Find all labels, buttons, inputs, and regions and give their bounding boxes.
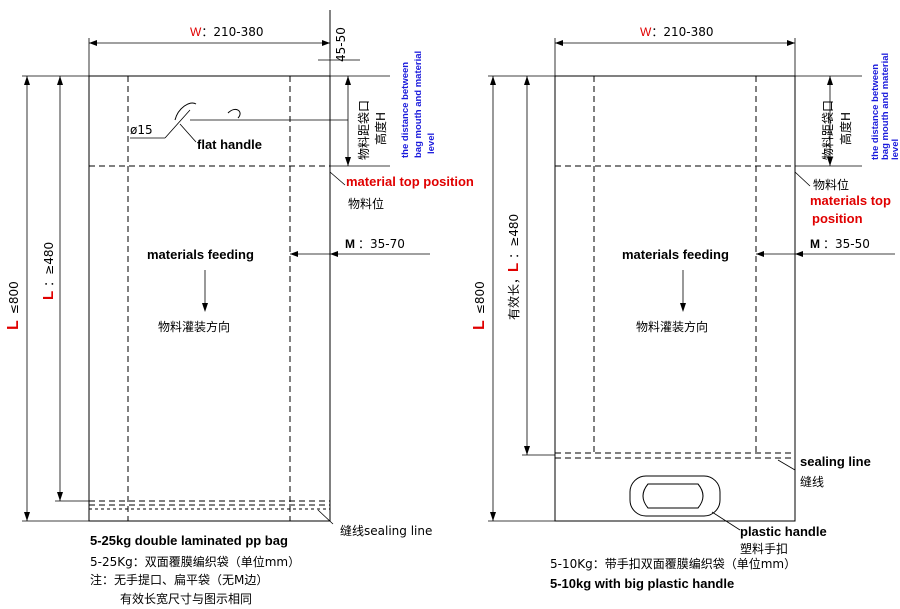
left-distance-en-3: level: [426, 133, 437, 154]
right-effective-length-label: 有效长，L：≥480: [505, 214, 522, 320]
right-width-label: W：210-380: [640, 25, 713, 39]
left-note-1: 注：无手提口、扁平袋（无M边）: [90, 572, 268, 587]
right-material-pos-cn: 物料位: [813, 177, 849, 192]
right-feeding-cn: 物料灌装方向: [636, 319, 708, 334]
left-hole-label: ø15: [130, 123, 153, 137]
right-material-top-1: materials top: [810, 193, 891, 208]
flat-handle-icon: [174, 102, 197, 121]
left-distance-en-1: the distance between: [400, 62, 411, 158]
left-distance-en-2: bag mouth and material: [413, 51, 424, 158]
right-distance-en-3: level: [890, 139, 900, 160]
right-feeding-en: materials feeding: [622, 247, 729, 262]
left-bag: [22, 10, 430, 525]
left-m-label: M：35-70: [345, 237, 405, 251]
right-sealing-en: sealing line: [800, 454, 871, 469]
left-height-cn-2: 高度H: [373, 112, 388, 145]
left-material-top-label: material top position: [346, 174, 474, 189]
left-length-label: L≤800: [5, 281, 22, 330]
right-length-label: L≤800: [471, 281, 488, 330]
right-bag: [488, 38, 895, 531]
right-material-top-2: position: [812, 211, 863, 226]
right-distance-en-2: bag mouth and material: [880, 53, 891, 160]
right-caption-cn: 5-10Kg：带手扣双面覆膜编织袋（单位mm）: [550, 556, 796, 571]
right-caption-en: 5-10kg with big plastic handle: [550, 576, 734, 591]
flat-handle-label: flat handle: [197, 137, 262, 152]
left-effective-length-label: L：≥480: [40, 242, 57, 300]
left-material-pos-cn: 物料位: [348, 196, 384, 211]
plastic-handle-icon: [629, 475, 721, 517]
left-note-2: 有效长宽尺寸与图示相同: [120, 591, 252, 606]
right-height-cn-2: 高度H: [838, 112, 853, 145]
left-feeding-en: materials feeding: [147, 247, 254, 262]
left-mouth-dim-label: 45-50: [334, 27, 348, 62]
right-bag-outline: [554, 75, 796, 522]
left-caption-en: 5-25kg double laminated pp bag: [90, 533, 288, 548]
left-width-label: W：210-380: [190, 25, 263, 39]
left-height-cn-1: 物料距袋口: [357, 100, 371, 160]
right-handle-cn: 塑料手扣: [740, 541, 788, 556]
left-caption-cn: 5-25Kg：双面覆膜编织袋（单位mm）: [90, 554, 300, 569]
right-sealing-cn: 缝线: [800, 474, 824, 489]
right-m-label: M：35-50: [810, 237, 870, 251]
left-feeding-cn: 物料灌装方向: [158, 319, 230, 334]
right-distance-en-1: the distance between: [870, 64, 881, 160]
right-handle-en: plastic handle: [740, 524, 827, 539]
right-height-cn-1: 物料距袋口: [821, 100, 835, 160]
left-sealing-label: 缝线sealing line: [340, 523, 432, 538]
